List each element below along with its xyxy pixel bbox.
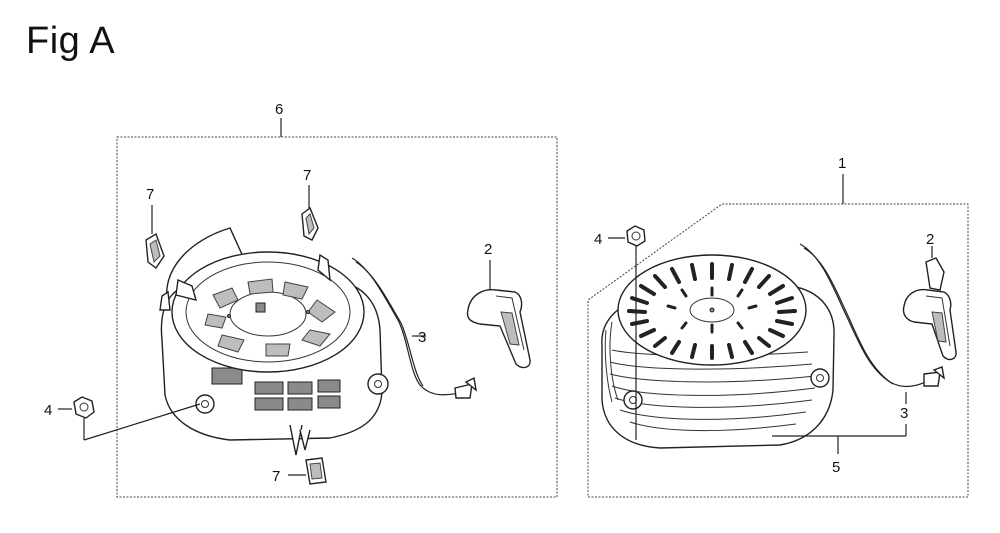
flange-nut-icon: 4: [44, 396, 201, 441]
starter-handle-icon: 2: [902, 231, 957, 361]
callout-rope: 3: [418, 329, 426, 346]
rope-guide-icon: 7: [301, 167, 319, 241]
callout-guide-c: 7: [272, 468, 280, 485]
right-panel: 1: [587, 155, 969, 498]
starter-rope-icon: 3: [351, 257, 477, 399]
flange-nut-icon: 4: [594, 225, 646, 440]
set-bracket: 5: [772, 435, 906, 476]
left-panel: 6: [44, 101, 558, 498]
callout-handle: 2: [484, 241, 492, 258]
right-panel-frame: [587, 203, 969, 498]
callout-nut: 4: [44, 402, 52, 419]
callout-guide-a: 7: [146, 186, 154, 203]
recoil-starter-icon: [601, 254, 835, 449]
callout-assembly: 6: [275, 101, 283, 118]
callout-rope: 3: [900, 405, 908, 422]
callout-assembly: 1: [838, 155, 846, 172]
callout-handle: 2: [926, 231, 934, 248]
left-panel-frame: [116, 136, 558, 498]
callout-nut: 4: [594, 231, 602, 248]
figure-title: Fig A: [26, 20, 116, 62]
starter-handle-icon: 2: [466, 241, 531, 369]
recoil-starter-icon: [159, 227, 389, 456]
callout-set: 5: [832, 459, 840, 476]
rope-guide-icon: 7: [145, 186, 165, 270]
callout-guide-b: 7: [303, 167, 311, 184]
rope-guide-icon: 7: [272, 457, 327, 485]
starter-rope-icon: 3: [799, 243, 946, 436]
